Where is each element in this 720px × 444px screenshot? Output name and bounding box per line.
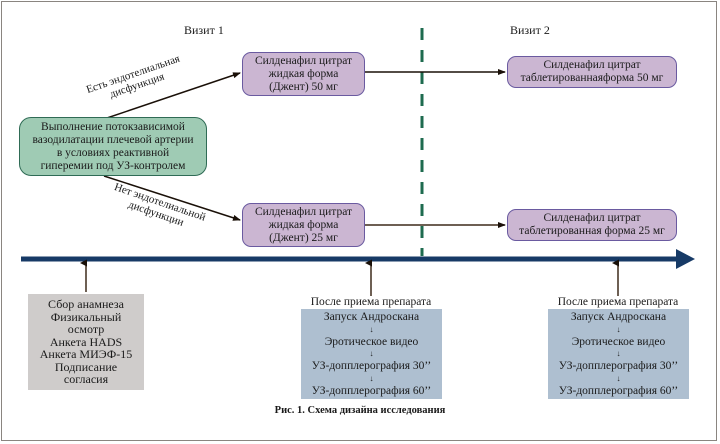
- drug-box-line: Силденафил цитрат: [543, 212, 641, 224]
- visit-2-label: Визит 2: [510, 23, 550, 37]
- screening-line: Анкета HADS: [49, 334, 123, 349]
- drug-box-line: (Джент) 25 мг: [269, 231, 338, 244]
- screening-line: Анкета МИЭФ-15: [39, 347, 133, 362]
- flow-mediated-dilation-box: Выполнение потокзависимой вазодилатации …: [19, 117, 207, 176]
- start-box-line: в условиях реактивной: [56, 146, 170, 159]
- drug-box-line: жидкая форма: [268, 218, 339, 231]
- screening-line: Подписание: [54, 359, 118, 374]
- start-box-line: вазодилатации плечевой артерии: [32, 133, 194, 146]
- arrow-yes-branch: [103, 72, 241, 120]
- drug-box-line: Силденафил цитрат: [543, 59, 641, 71]
- screening-line: Сбор анамнеза: [48, 296, 124, 311]
- visit-1-after-dose-label: После приема препарата: [310, 296, 432, 308]
- procedure-step: Эротическое видео: [571, 335, 666, 348]
- screening-line: Физикальный: [50, 309, 122, 324]
- start-box-line: Выполнение потокзависимой: [41, 120, 185, 133]
- procedure-step: Запуск Андроскана: [323, 311, 420, 323]
- drug-box-line: таблетированная форма 25 мг: [519, 225, 665, 237]
- procedure-step: УЗ-допплерография 60’’: [311, 384, 432, 397]
- timeline-arrowhead: [676, 249, 695, 269]
- drug-box-line: таблетированнаяформа 50 мг: [520, 72, 664, 84]
- procedure-step: Запуск Андроскана: [570, 311, 667, 323]
- down-arrow-icon: ↓: [616, 349, 621, 358]
- arrow-no-branch: [103, 175, 241, 221]
- procedure-step: УЗ-допплерография 60’’: [558, 384, 679, 397]
- down-arrow-icon: ↓: [616, 324, 621, 334]
- drug-box-line: (Джент) 50 мг: [269, 80, 338, 93]
- drug-box-line: Силденафил цитрат: [254, 205, 353, 218]
- screening-box: Сбор анамнеза Физикальный осмотр Анкета …: [28, 294, 144, 390]
- visit-1-label: Визит 1: [184, 23, 224, 37]
- procedure-step: УЗ-допплерография 30’’: [311, 360, 432, 372]
- drug-box-liquid-25mg: Силденафил цитрат жидкая форма (Джент) 2…: [242, 203, 365, 247]
- procedure-step: УЗ-допплерография 30’’: [558, 360, 679, 372]
- drug-box-tablet-25mg: Силденафил цитрат таблетированная форма …: [507, 209, 677, 241]
- start-box-line: гиперемии под УЗ-контролем: [40, 159, 186, 172]
- drug-box-line: Силденафил цитрат: [254, 54, 353, 67]
- visit-2-procedure-box: Запуск Андроскана ↓ Эротическое видео ↓ …: [548, 309, 689, 399]
- procedure-step: Эротическое видео: [324, 335, 419, 348]
- figure-caption: Рис. 1. Схема дизайна исследования: [274, 405, 446, 416]
- drug-box-tablet-50mg: Силденафил цитрат таблетированнаяформа 5…: [507, 56, 677, 88]
- down-arrow-icon: ↓: [369, 373, 374, 383]
- down-arrow-icon: ↓: [616, 373, 621, 383]
- down-arrow-icon: ↓: [369, 349, 374, 358]
- screening-line: осмотр: [67, 322, 105, 337]
- down-arrow-icon: ↓: [369, 324, 374, 334]
- drug-box-liquid-50mg: Силденафил цитрат жидкая форма (Джент) 5…: [242, 52, 365, 96]
- visit-2-after-dose-label: После приема препарата: [557, 296, 679, 308]
- drug-box-line: жидкая форма: [268, 67, 339, 80]
- screening-line: согласия: [63, 372, 109, 387]
- visit-1-procedure-box: Запуск Андроскана ↓ Эротическое видео ↓ …: [301, 309, 442, 399]
